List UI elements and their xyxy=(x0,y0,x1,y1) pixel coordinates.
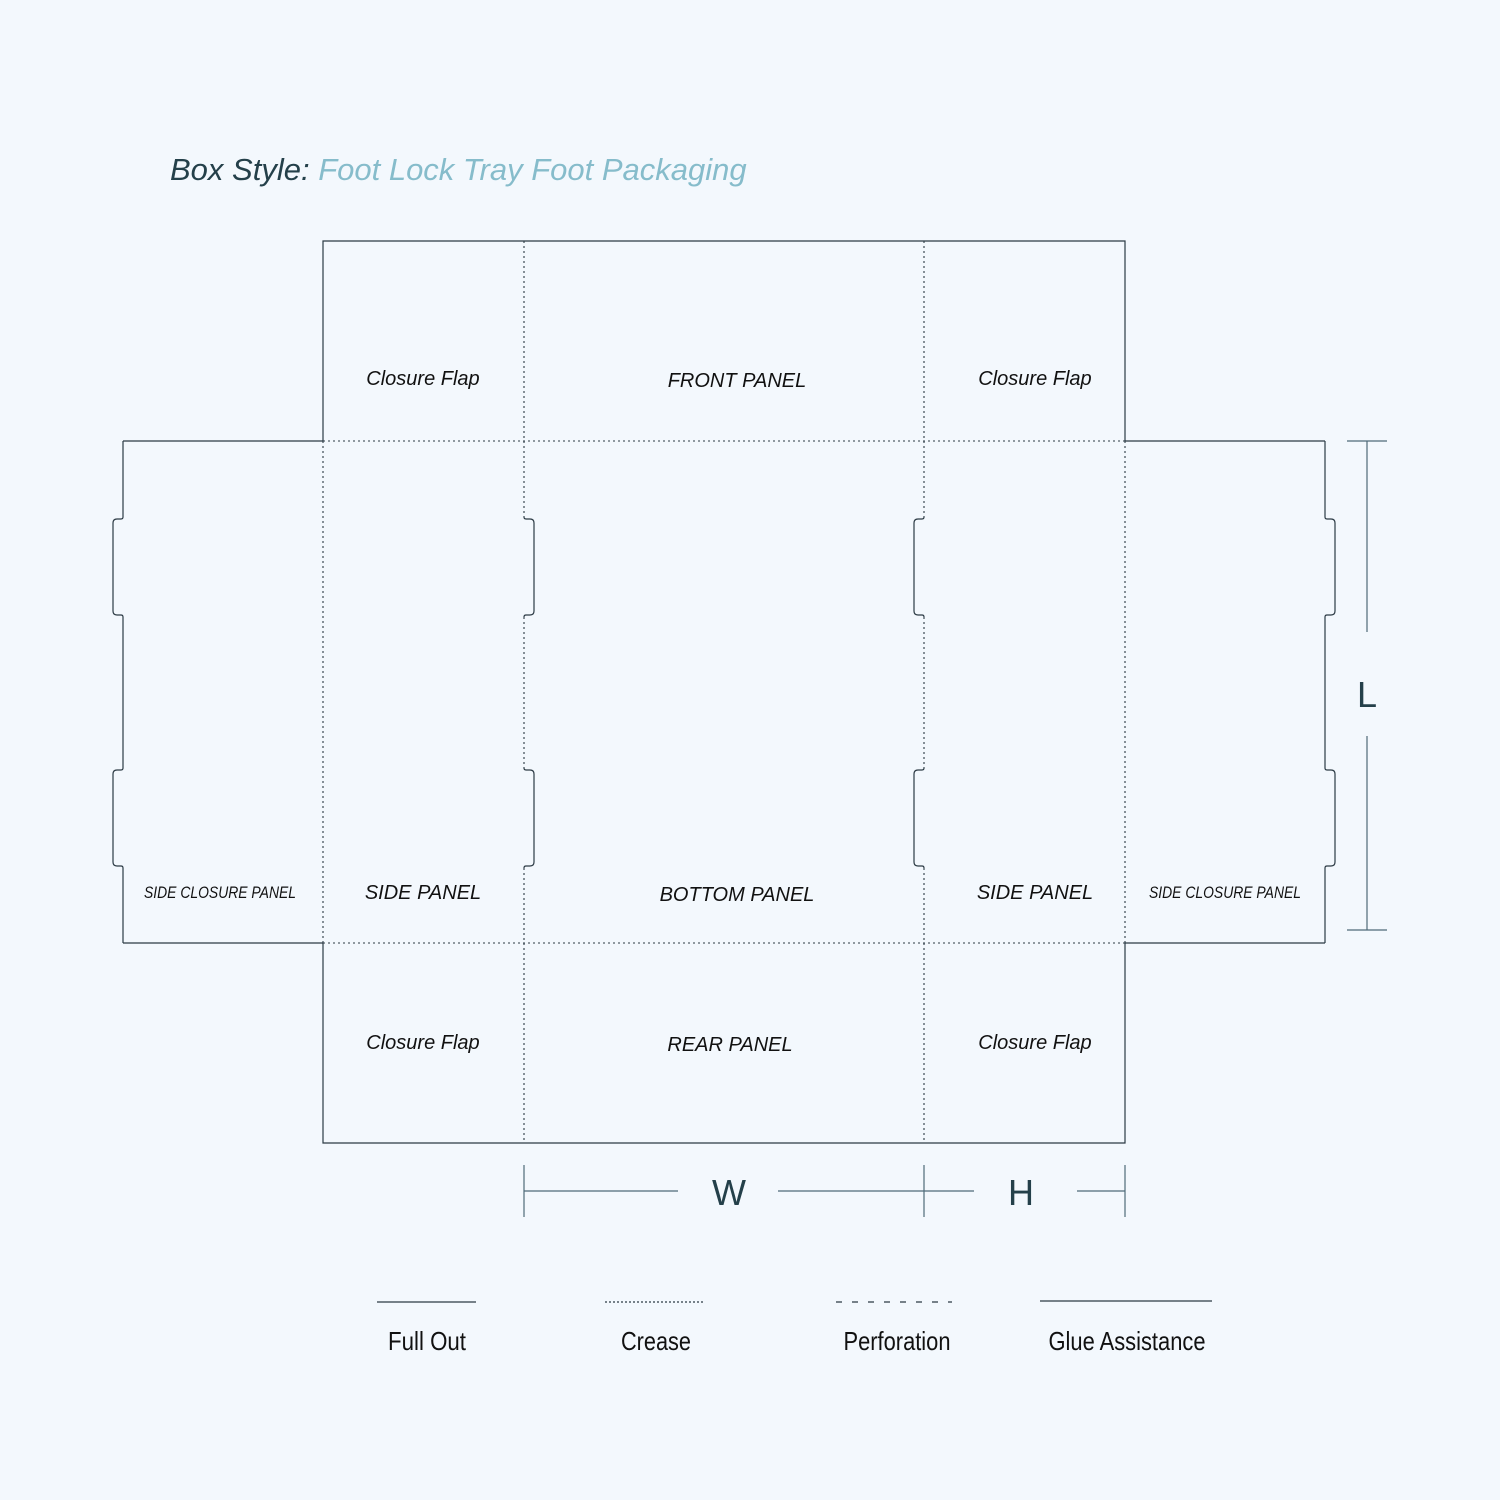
dim-label-h: H xyxy=(1008,1172,1034,1213)
label-side-closure-panel-right: SIDE CLOSURE PANEL xyxy=(1149,883,1301,902)
label-side-panel-right: SIDE PANEL xyxy=(977,882,1093,904)
cut-line-right-edge xyxy=(1324,441,1336,943)
cut-lines xyxy=(112,240,1336,1144)
label-closure-flap-bottom-left: Closure Flap xyxy=(366,1032,479,1054)
label-closure-flap-top-left: Closure Flap xyxy=(366,368,479,390)
lock-slot-left-lower xyxy=(523,767,535,869)
dimension-labels: W H L xyxy=(712,674,1377,1213)
lock-slot-right-lower xyxy=(913,767,925,869)
label-closure-flap-bottom-right: Closure Flap xyxy=(978,1032,1091,1054)
cut-line-bottom xyxy=(322,943,1126,1144)
lock-slot-left-upper xyxy=(523,516,535,618)
label-side-closure-panel-left: SIDE CLOSURE PANEL xyxy=(144,883,296,902)
label-bottom-panel: BOTTOM PANEL xyxy=(660,884,815,906)
box-style-label: Box Style: xyxy=(170,152,310,187)
label-rear-panel: REAR PANEL xyxy=(667,1034,792,1056)
lock-slot-right-upper xyxy=(913,516,925,618)
dim-label-l: L xyxy=(1357,674,1377,715)
dim-label-w: W xyxy=(712,1172,746,1213)
box-style-title: Box Style: Foot Lock Tray Foot Packaging xyxy=(170,152,747,188)
legend-label-full-out: Full Out xyxy=(388,1326,467,1356)
crease-lines xyxy=(322,241,1126,1143)
label-closure-flap-top-right: Closure Flap xyxy=(978,368,1091,390)
label-side-panel-left: SIDE PANEL xyxy=(365,882,481,904)
label-front-panel: FRONT PANEL xyxy=(668,370,807,392)
box-style-value: Foot Lock Tray Foot Packaging xyxy=(318,152,747,187)
dimension-lines xyxy=(523,440,1387,1217)
legend: Full Out Crease Perforation Glue Assista… xyxy=(377,1300,1212,1356)
panel-labels: Closure Flap FRONT PANEL Closure Flap SI… xyxy=(144,368,1301,1056)
cut-line-top xyxy=(322,240,1126,441)
legend-label-crease: Crease xyxy=(621,1326,691,1356)
legend-label-perforation: Perforation xyxy=(844,1326,951,1356)
cut-line-left-edge xyxy=(112,441,124,943)
legend-label-glue-assistance: Glue Assistance xyxy=(1049,1326,1206,1356)
